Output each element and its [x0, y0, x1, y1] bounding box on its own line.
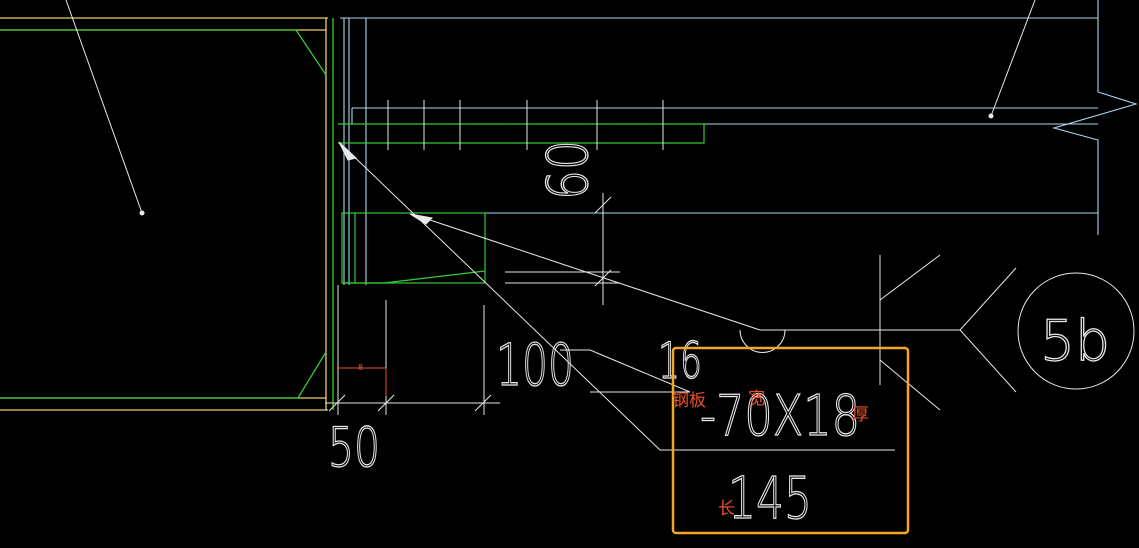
column-stiffener [0, 18, 334, 410]
annotation-width: 宽 [748, 389, 765, 409]
annotation-plate: 钢板 [672, 391, 706, 411]
bolt-ticks [387, 100, 664, 150]
annotation-length: 长 [718, 499, 735, 519]
dim-16: 16 [658, 332, 702, 390]
leader-right [988, 0, 1036, 119]
dim-60: 60 [536, 140, 601, 200]
plate-length: 145 [728, 464, 812, 532]
column-outline [0, 17, 328, 411]
small-dim-text: 8 [358, 363, 363, 372]
section-mark: 5b [1040, 309, 1110, 374]
dim-100: 100 [496, 331, 574, 399]
plate-spec: -70X18 [700, 384, 860, 449]
leader-left [65, 0, 145, 216]
highlight-box [671, 346, 910, 535]
annotation-thickness: 厚 [852, 405, 869, 425]
connection-plate [338, 123, 705, 284]
dim-50: 50 [328, 416, 380, 479]
small-detail [337, 367, 387, 396]
weld-leader [338, 141, 1135, 451]
